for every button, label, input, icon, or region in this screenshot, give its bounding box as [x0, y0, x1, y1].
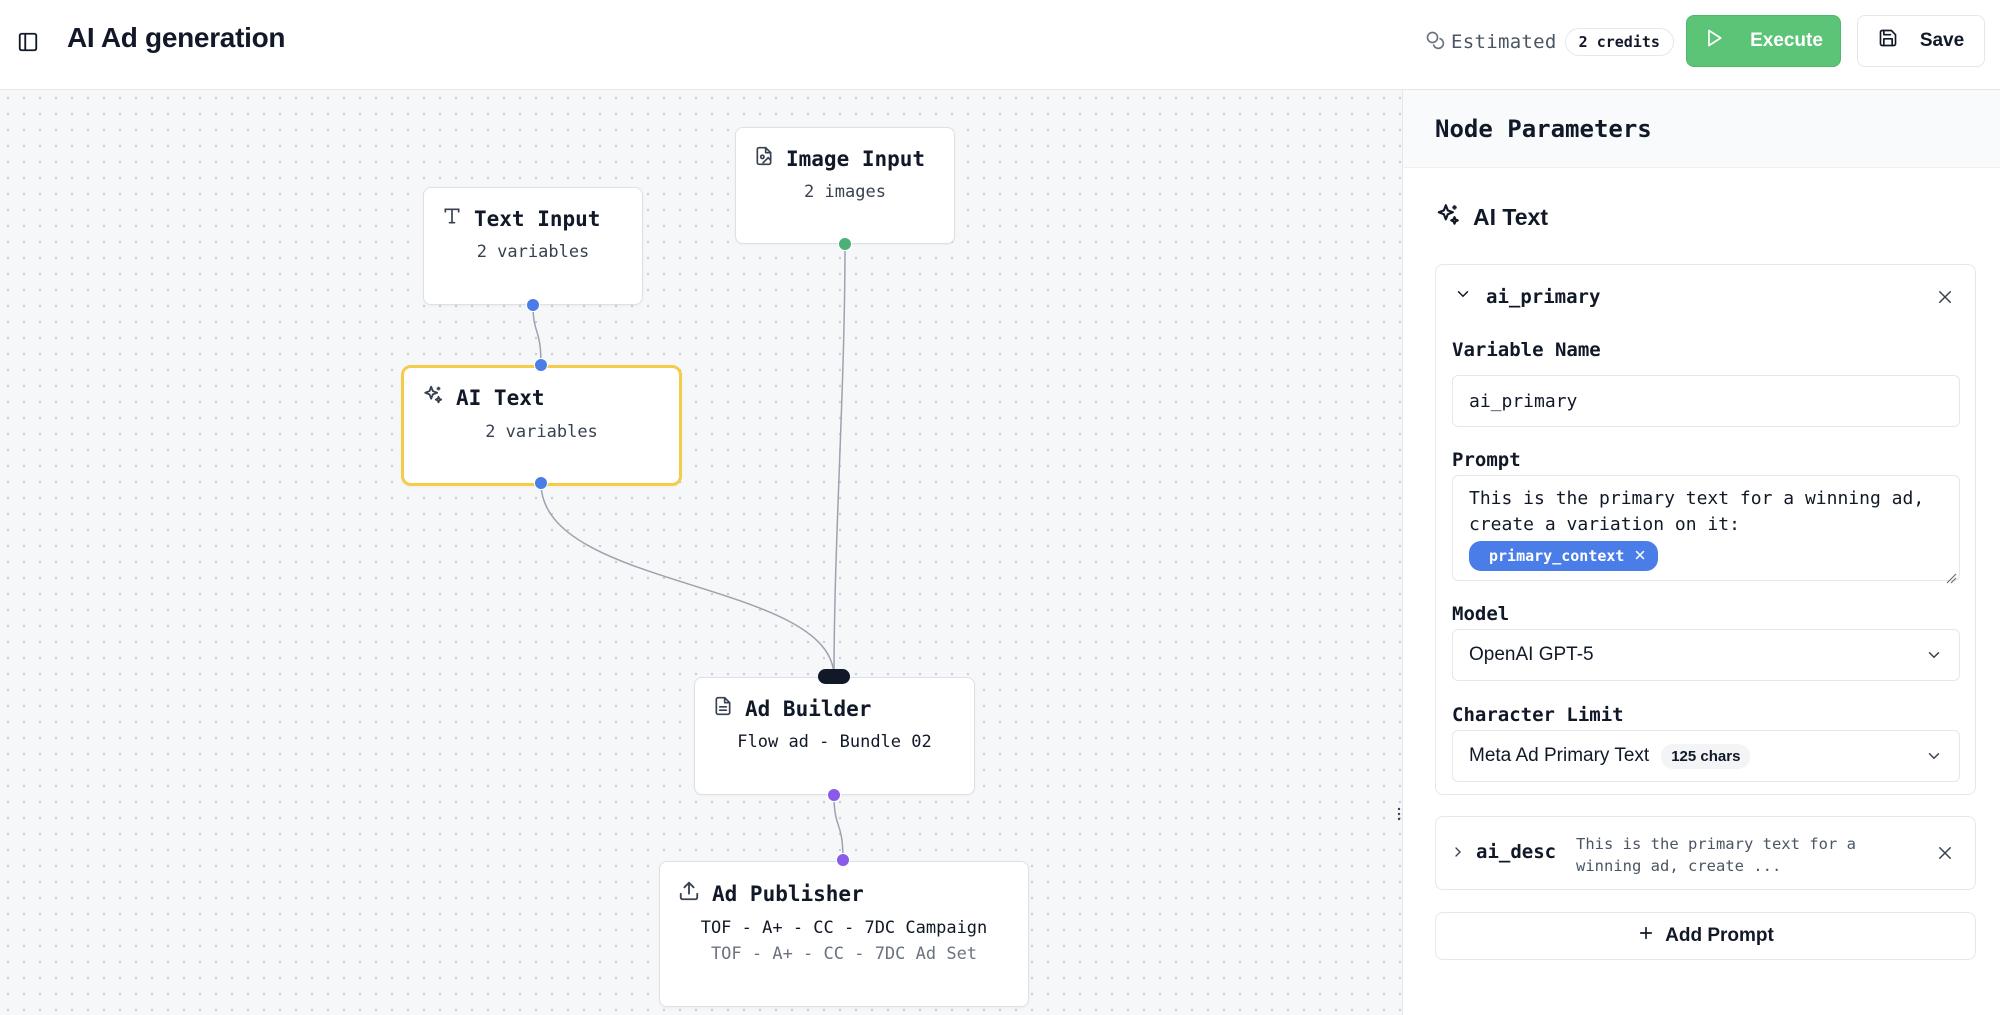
image-file-icon — [754, 146, 774, 171]
node-parameters-panel: Node Parameters AI Text ai_primary Varia… — [1402, 90, 2000, 1015]
estimate-label: Estimated — [1451, 31, 1557, 53]
prompt-textarea[interactable]: This is the primary text for a winning a… — [1452, 475, 1960, 584]
sparkles-icon — [422, 384, 444, 411]
plus-icon — [1637, 924, 1655, 948]
node-type-label: AI Text — [1473, 204, 1548, 230]
sidebar-toggle-icon[interactable] — [14, 28, 42, 56]
publisher-ad-set: TOF - A+ - CC - 7DC Ad Set — [710, 944, 978, 964]
node-ai-text[interactable]: AI Text 2 variables — [401, 365, 682, 486]
execute-button[interactable]: Execute — [1686, 15, 1841, 67]
chevron-right-icon — [1450, 844, 1466, 865]
ad-publisher-input-handle[interactable] — [836, 853, 850, 867]
ad-builder-output-handle[interactable] — [827, 788, 841, 802]
node-subtitle: 2 images — [804, 182, 886, 202]
chevron-down-icon — [1925, 747, 1943, 771]
character-limit-label: Character Limit — [1452, 704, 1624, 726]
node-ad-publisher[interactable]: Ad Publisher TOF - A+ - CC - 7DC Campaig… — [659, 861, 1029, 1007]
node-ad-builder[interactable]: Ad Builder Flow ad - Bundle 02 — [694, 677, 975, 795]
node-title: AI Text — [456, 385, 545, 410]
variable-chip[interactable]: primary_context — [1469, 541, 1659, 571]
sparkles-icon — [1435, 202, 1461, 233]
character-limit-select[interactable]: Meta Ad Primary Text 125 chars — [1452, 730, 1960, 782]
upload-icon — [678, 880, 700, 907]
character-limit-value: Meta Ad Primary Text — [1469, 745, 1650, 766]
publisher-campaign: TOF - A+ - CC - 7DC Campaign — [700, 918, 988, 938]
textarea-resize-icon[interactable] — [1945, 566, 1957, 584]
node-text-input[interactable]: Text Input 2 variables — [423, 187, 643, 305]
node-image-input[interactable]: Image Input 2 images — [735, 127, 955, 244]
close-icon[interactable] — [1933, 285, 1957, 309]
node-subtitle: Flow ad - Bundle 02 — [737, 732, 932, 752]
prompt-card-ai-primary: ai_primary Variable Name ai_primary Prom… — [1435, 264, 1976, 795]
document-icon — [713, 696, 733, 721]
add-prompt-label: Add Prompt — [1665, 925, 1774, 946]
prompt-label: Prompt — [1452, 449, 1521, 471]
edge-ad-builder-to-ad-publisher — [833, 794, 844, 861]
credit-estimate: Estimated 2 credits — [1425, 26, 1674, 58]
chevron-down-icon — [1925, 646, 1943, 670]
prompt-card-name: ai_desc — [1476, 841, 1557, 863]
selected-node-type: AI Text — [1435, 202, 1548, 233]
add-prompt-button[interactable]: Add Prompt — [1435, 912, 1976, 960]
prompt-preview: This is the primary text for a winning a… — [1576, 835, 1856, 875]
node-title: Image Input — [786, 146, 926, 171]
node-subtitle: 2 variables — [485, 422, 598, 442]
node-title: Ad Builder — [745, 696, 872, 721]
play-icon — [1704, 28, 1724, 54]
model-label: Model — [1452, 603, 1510, 625]
panel-header: Node Parameters — [1403, 90, 2000, 168]
edge-image-input-to-ad-builder — [833, 243, 846, 678]
image-input-output-handle[interactable] — [838, 237, 852, 251]
text-type-icon — [442, 206, 462, 231]
ad-builder-input-handle[interactable] — [818, 669, 850, 684]
top-bar: AI Ad generation Estimated 2 credits Exe… — [0, 0, 2000, 90]
ai-text-input-handle[interactable] — [534, 358, 548, 372]
panel-title: Node Parameters — [1435, 114, 1652, 143]
save-icon — [1878, 28, 1898, 54]
edge-text-input-to-ai-text — [532, 304, 542, 366]
coins-icon — [1425, 30, 1445, 55]
close-icon[interactable] — [1933, 841, 1957, 865]
variable-name-input[interactable]: ai_primary — [1452, 375, 1960, 427]
chevron-down-icon — [1454, 285, 1472, 308]
execute-label: Execute — [1750, 30, 1823, 51]
model-select[interactable]: OpenAI GPT-5 — [1452, 629, 1960, 681]
save-label: Save — [1919, 30, 1965, 51]
prompt-text: This is the primary text for a winning a… — [1469, 488, 1925, 535]
edge-layer — [532, 243, 846, 861]
flow-canvas[interactable]: Text Input 2 variables Image Input 2 ima… — [0, 90, 1402, 1015]
node-title: Ad Publisher — [712, 881, 864, 906]
save-button[interactable]: Save — [1857, 15, 1985, 67]
prompt-card-name: ai_primary — [1486, 285, 1601, 308]
node-title: Text Input — [474, 206, 601, 231]
ai-text-output-handle[interactable] — [534, 476, 548, 490]
character-limit-badge: 125 chars — [1661, 743, 1751, 769]
credits-badge: 2 credits — [1564, 28, 1674, 56]
node-subtitle: 2 variables — [476, 242, 590, 262]
chip-close-icon[interactable] — [1634, 543, 1646, 569]
model-value: OpenAI GPT-5 — [1469, 644, 1594, 665]
variable-name-label: Variable Name — [1452, 339, 1601, 361]
page-title: AI Ad generation — [67, 22, 286, 53]
variable-chip-label: primary_context — [1489, 547, 1625, 565]
prompt-card-toggle[interactable]: ai_primary — [1454, 285, 1600, 308]
text-input-output-handle[interactable] — [526, 298, 540, 312]
edge-ai-text-to-ad-builder — [540, 482, 835, 678]
prompt-card-ai-desc[interactable]: ai_desc This is the primary text for a w… — [1435, 816, 1976, 890]
